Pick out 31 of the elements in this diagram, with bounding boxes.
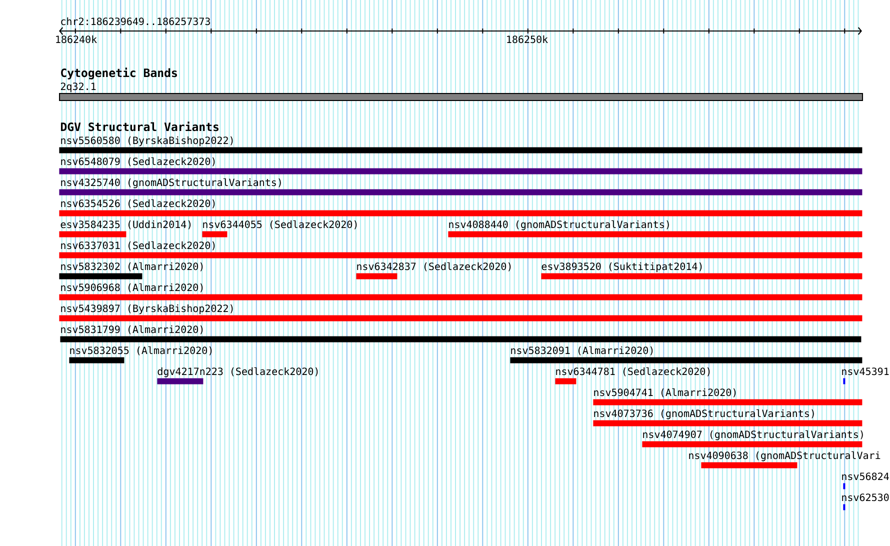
variant-label: nsv4088440 (gnomADStructuralVariants) — [449, 220, 669, 230]
variant-label: esv3893520 (Suktitipat2014) — [542, 262, 702, 272]
variant-label: esv3584235 (Uddin2014) — [60, 220, 191, 230]
variant-label: nsv45391 — [842, 368, 889, 376]
variant-label: nsv5560580 (ByrskaBishop2022) — [61, 136, 233, 146]
variant-label: nsv6342837 (Sedlazeck2020) — [357, 262, 511, 272]
variant-label: nsv6337031 (Sedlazeck2020) — [61, 241, 215, 250]
track-heading: Cytogenetic Bands — [61, 68, 177, 80]
variant-label: nsv5832055 (Almarri2020) — [70, 346, 212, 356]
position-label: chr2:186239649..186257373 — [61, 17, 210, 26]
variant-label: nsv5832091 (Almarri2020) — [511, 346, 653, 356]
variant-label: nsv4090638 (gnomADStructuralVari — [689, 451, 880, 462]
variant-label: dgv4217n223 (Sedlazeck2020) — [158, 367, 318, 378]
variant-label: nsv4073736 (gnomADStructuralVariants) — [594, 409, 814, 420]
variant-label: nsv5906968 (Almarri2020) — [61, 283, 203, 292]
band-label: 2q32.1 — [60, 82, 96, 92]
variant-label: nsv56824 — [842, 472, 889, 480]
variant-label: nsv5831799 (Almarri2020) — [61, 325, 203, 334]
variant-label: nsv6354526 (Sedlazeck2020) — [61, 199, 215, 208]
variant-label: nsv5904741 (Almarri2020) — [594, 388, 736, 398]
variant-label: nsv5439897 (ByrskaBishop2022) — [61, 304, 233, 314]
variant-label: nsv6548079 (Sedlazeck2020) — [61, 157, 215, 166]
track-heading: DGV Structural Variants — [60, 122, 218, 132]
tick-label: 186240k — [56, 35, 97, 44]
variant-label: nsv4074907 (gnomADStructuralVariants) — [643, 430, 863, 440]
variant-label: nsv6344781 (Sedlazeck2020) — [556, 367, 710, 376]
tick-label: 186250k — [507, 35, 548, 44]
variant-label: nsv5832302 (Almarri2020) — [61, 262, 203, 272]
variant-label: nsv62530 — [842, 494, 889, 502]
variant-label: nsv4325740 (gnomADStructuralVariants) — [61, 178, 281, 188]
variant-label: nsv6344055 (Sedlazeck2020) — [203, 220, 357, 230]
